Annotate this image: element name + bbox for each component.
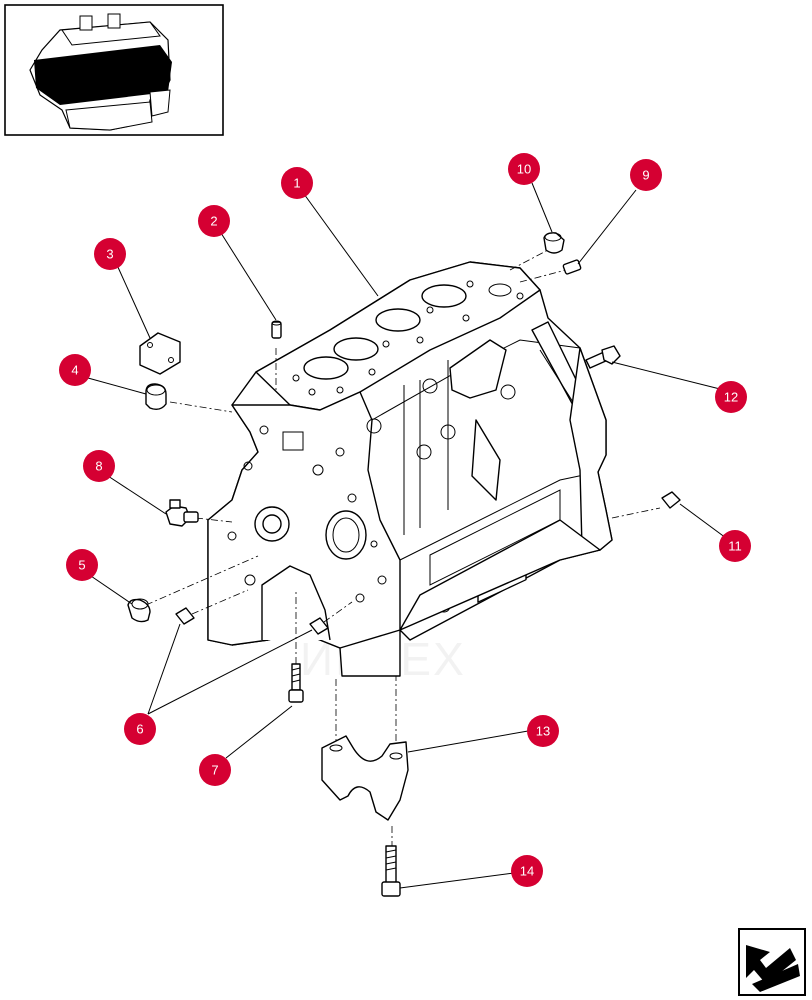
callout-10: 10	[508, 153, 540, 185]
alignment-lines	[145, 249, 661, 846]
part-8-fitting[interactable]	[165, 499, 199, 527]
part-13-bearing-cap[interactable]	[321, 735, 409, 821]
callout-2: 2	[198, 205, 230, 237]
callout-label: 4	[71, 363, 78, 378]
part-11-pin[interactable]	[661, 491, 681, 509]
part-2-dowel-pin[interactable]	[271, 320, 282, 339]
callout-label: 14	[520, 864, 534, 879]
callout-label: 12	[724, 390, 738, 405]
callout-4: 4	[59, 354, 91, 386]
callout-6: 6	[124, 713, 156, 745]
engine-thumbnail-icon[interactable]	[4, 4, 224, 136]
part-6-dowel-right[interactable]	[309, 617, 329, 635]
callout-13: 13	[527, 715, 559, 747]
leader-lines	[87, 182, 727, 889]
callout-label: 10	[517, 162, 531, 177]
part-6-dowel-left[interactable]	[175, 607, 195, 625]
callout-14: 14	[511, 855, 543, 887]
callout-8: 8	[83, 450, 115, 482]
callout-label: 8	[95, 459, 102, 474]
callout-5: 5	[66, 549, 98, 581]
callout-7: 7	[199, 754, 231, 786]
callout-label: 3	[106, 247, 113, 262]
callout-3: 3	[94, 238, 126, 270]
callout-11: 11	[719, 530, 751, 562]
callout-label: 6	[136, 722, 143, 737]
callout-label: 1	[293, 176, 300, 191]
part-9-pin[interactable]	[562, 259, 582, 275]
callout-label: 5	[78, 558, 85, 573]
callout-label: 2	[210, 214, 217, 229]
part-10-plug[interactable]	[543, 232, 565, 254]
callout-label: 13	[536, 724, 550, 739]
return-arrow-icon[interactable]	[738, 928, 806, 996]
part-7-bolt[interactable]	[288, 663, 304, 703]
callout-label: 7	[211, 763, 218, 778]
part-4-plug[interactable]	[145, 383, 167, 411]
callout-label: 11	[728, 539, 742, 554]
callout-1: 1	[281, 167, 313, 199]
callout-label: 9	[642, 168, 649, 183]
part-14-bolt[interactable]	[381, 845, 401, 897]
part-5-plug[interactable]	[127, 598, 151, 623]
part-12-bolt[interactable]	[585, 345, 621, 369]
engine-block	[207, 261, 613, 677]
callout-12: 12	[715, 381, 747, 413]
part-3-cover-plate[interactable]	[139, 332, 181, 375]
callout-9: 9	[630, 159, 662, 191]
